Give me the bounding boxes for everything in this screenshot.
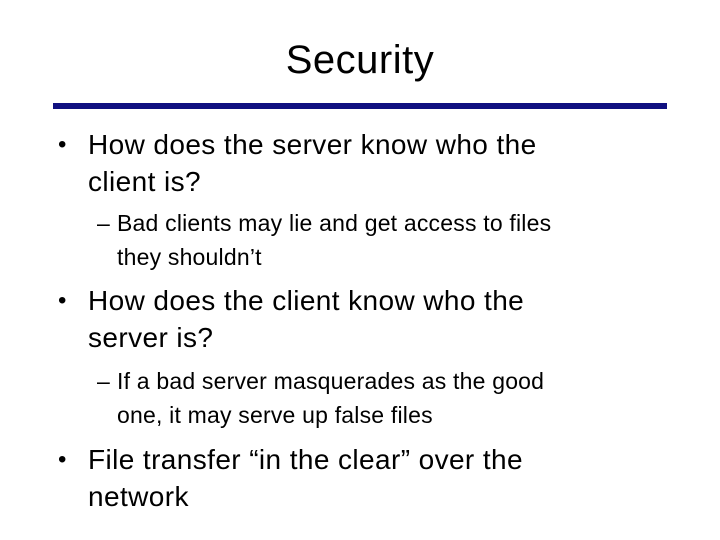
bullet-text: How does the server know who the client … bbox=[88, 126, 537, 200]
bullet-marker: • bbox=[58, 446, 67, 473]
sub-bullet-item-2: – If a bad server masquerades as the goo… bbox=[97, 364, 544, 432]
title-underline bbox=[53, 103, 667, 109]
bullet-text: How does the client know who the server … bbox=[88, 282, 524, 356]
bullet-line: network bbox=[88, 481, 189, 512]
slide-title: Security bbox=[285, 38, 435, 82]
bullet-item-3: • File transfer “in the clear” over the … bbox=[58, 441, 523, 515]
bullet-line: How does the server know who the bbox=[88, 129, 537, 160]
dash-marker: – bbox=[97, 368, 110, 394]
bullet-item-1: • How does the server know who the clien… bbox=[58, 126, 537, 200]
bullet-line: File transfer “in the clear” over the bbox=[88, 444, 523, 475]
bullet-item-2: • How does the client know who the serve… bbox=[58, 282, 524, 356]
bullet-line: server is? bbox=[88, 322, 214, 353]
bullet-text: File transfer “in the clear” over the ne… bbox=[88, 441, 523, 515]
bullet-line: they shouldn’t bbox=[117, 244, 262, 270]
bullet-line: How does the client know who the bbox=[88, 285, 525, 316]
bullet-line: one, it may serve up false files bbox=[117, 402, 433, 428]
dash-marker: – bbox=[97, 210, 110, 236]
bullet-marker: • bbox=[58, 287, 67, 314]
bullet-line: If a bad server masquerades as the good bbox=[117, 368, 545, 394]
bullet-marker: • bbox=[58, 131, 67, 158]
bullet-line: Bad clients may lie and get access to fi… bbox=[117, 210, 552, 236]
bullet-line: client is? bbox=[88, 166, 201, 197]
bullet-text: If a bad server masquerades as the good … bbox=[117, 364, 544, 432]
sub-bullet-item-1: – Bad clients may lie and get access to … bbox=[97, 206, 551, 274]
bullet-text: Bad clients may lie and get access to fi… bbox=[117, 206, 551, 274]
